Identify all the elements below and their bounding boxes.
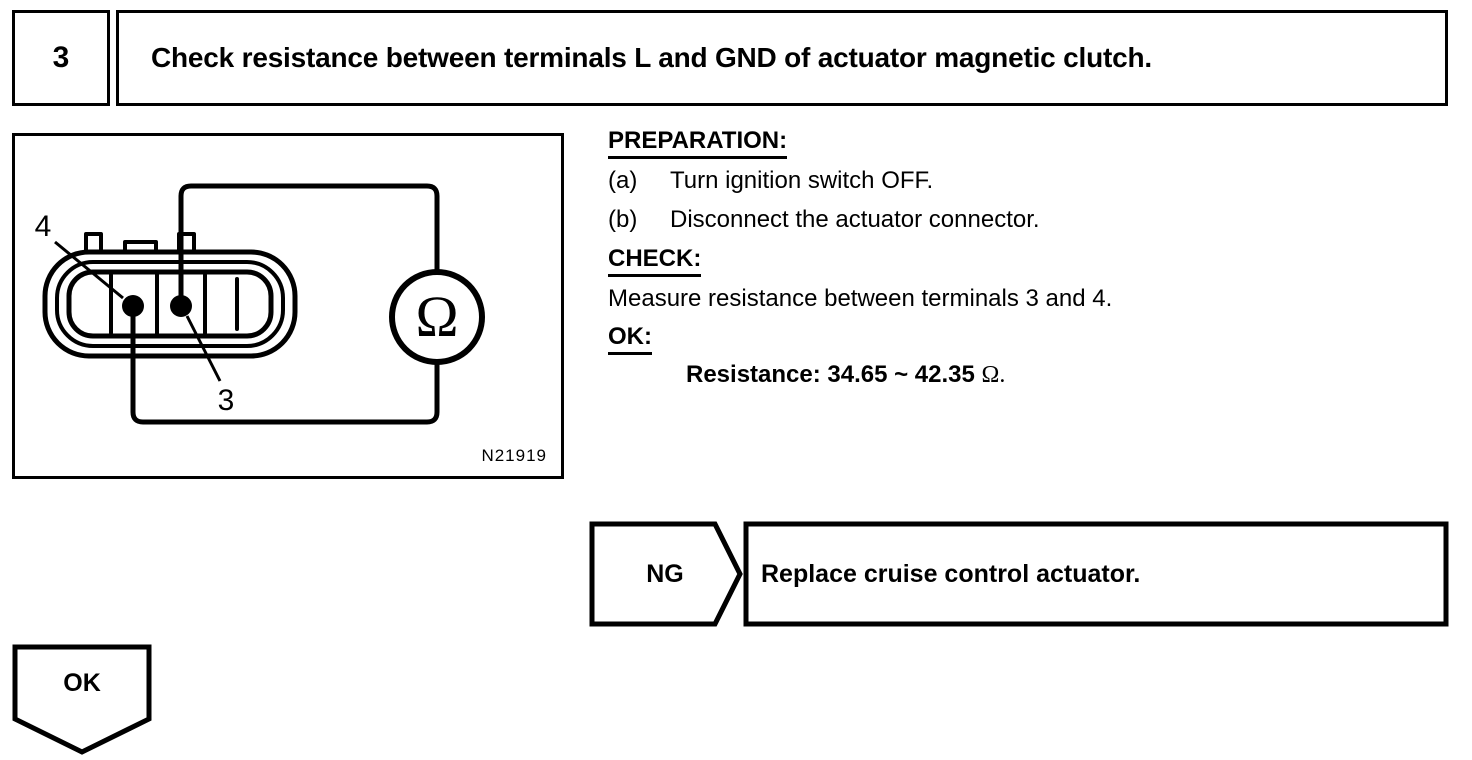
- ng-branch-shapes: [589, 521, 1449, 627]
- leader-line-3: [185, 315, 222, 382]
- preparation-step-b-label: (b): [608, 205, 638, 233]
- resistance-spec-value: Resistance: 34.65 ~ 42.35: [686, 360, 982, 388]
- ok-branch-shape: [12, 644, 152, 755]
- leader-line-4: [54, 240, 124, 300]
- ng-result-box: [743, 521, 1449, 627]
- figure-panel: Ω 4 3 N21919: [12, 133, 564, 479]
- ng-result-text: Replace cruise control actuator.: [761, 559, 1141, 588]
- connector-ohmmeter-diagram: Ω 4 3: [35, 183, 485, 425]
- figure-code: N21919: [481, 446, 547, 465]
- check-heading: CHECK:: [608, 245, 702, 277]
- connector-cavity: [66, 269, 274, 339]
- step-number: 3: [52, 41, 70, 74]
- step-number-cell: 3: [12, 10, 110, 106]
- preparation-step-a: (a) Turn ignition switch OFF.: [608, 162, 1448, 201]
- connector-inner-shell: [55, 260, 285, 348]
- preparation-step-a-text: Turn ignition switch OFF.: [670, 166, 934, 194]
- preparation-step-b: (b) Disconnect the actuator connector.: [608, 201, 1448, 240]
- preparation-step-b-text: Disconnect the actuator connector.: [670, 205, 1040, 233]
- wire-terminal-4: [130, 305, 440, 425]
- connector-tab-right: [177, 232, 196, 254]
- resistance-spec: Resistance: 34.65 ~ 42.35 Ω.: [608, 361, 1448, 389]
- probe-dot-terminal-4: [122, 295, 144, 317]
- preparation-step-a-label: (a): [608, 166, 638, 194]
- ng-label: NG: [646, 559, 684, 588]
- preparation-heading-wrap: PREPARATION:: [608, 127, 1448, 159]
- detail-block: PREPARATION: (a) Turn ignition switch OF…: [608, 127, 1448, 389]
- preparation-heading: PREPARATION:: [608, 127, 788, 159]
- ng-branch: NG Replace cruise control actuator.: [589, 521, 1450, 629]
- step-title: Check resistance between terminals L and…: [151, 42, 1152, 73]
- check-text: Measure resistance between terminals 3 a…: [608, 284, 1113, 312]
- connector-tab-left: [84, 232, 103, 254]
- ok-heading: OK:: [608, 323, 652, 355]
- ohm-glyph: Ω: [415, 284, 458, 349]
- step-header: 3 Check resistance between terminals L a…: [12, 10, 1448, 106]
- terminal-label-4: 4: [35, 210, 52, 243]
- connector-outer-shell: [42, 249, 298, 359]
- check-heading-wrap: CHECK:: [608, 245, 1448, 277]
- ohmmeter-symbol: [389, 269, 485, 365]
- ok-label: OK: [63, 668, 101, 697]
- wire-terminal-3: [178, 183, 440, 307]
- terminal-label-3: 3: [218, 384, 235, 417]
- ok-branch: OK: [12, 644, 158, 756]
- resistance-spec-unit: Ω.: [981, 361, 1006, 388]
- ok-arrow-shape: [12, 644, 152, 755]
- ng-arrow-shape: [589, 521, 743, 627]
- probe-dot-terminal-3: [170, 295, 192, 317]
- step-title-cell: Check resistance between terminals L and…: [116, 10, 1448, 106]
- connector-tab-center: [123, 240, 158, 254]
- ok-heading-wrap: OK:: [608, 323, 1448, 355]
